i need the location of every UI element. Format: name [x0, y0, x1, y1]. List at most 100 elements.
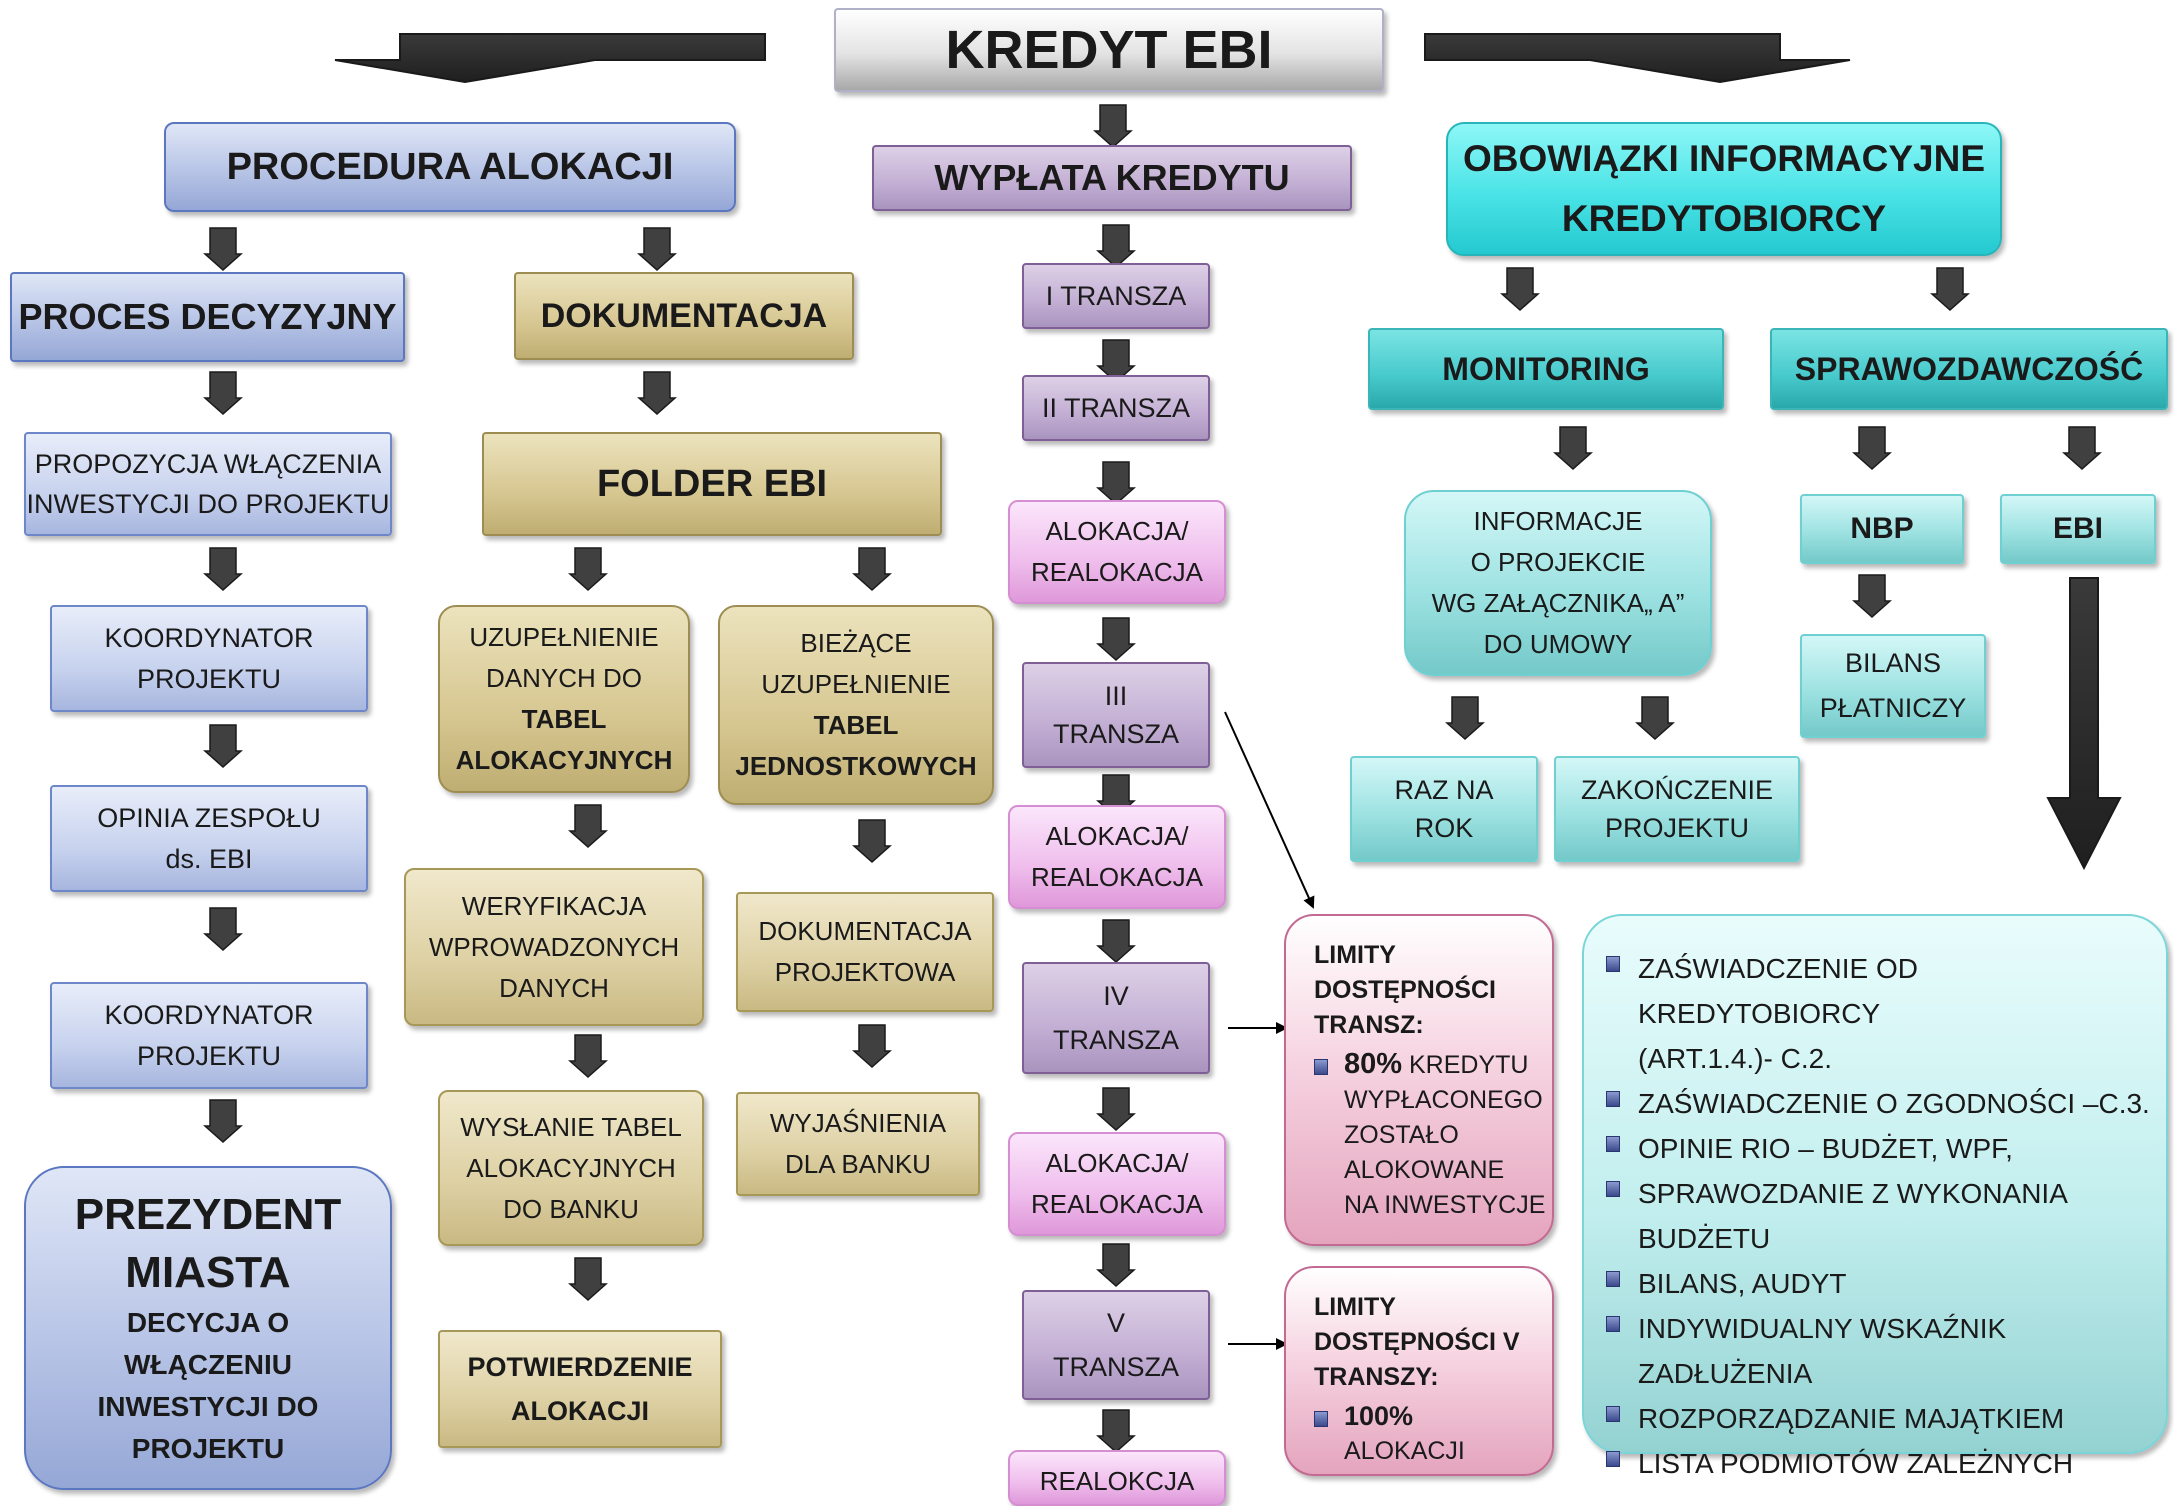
wyjasnienia-line1: WYJAŚNIENIA	[769, 1108, 947, 1138]
down-arrow-icon	[568, 1034, 608, 1079]
lista-item: INDYWIDUALNY WSKAŹNIK ZADŁUŻENIA	[1606, 1306, 2006, 1396]
down-arrow-icon	[1553, 426, 1593, 471]
limit2-bullet: 100% ALOKACJI	[1314, 1399, 1465, 1469]
folder-box: FOLDER EBI	[482, 432, 942, 536]
weryfikacja-box: WERYFIKACJA WPROWADZONYCH DANYCH	[404, 868, 704, 1026]
procedura-header-label: PROCEDURA ALOKACJI	[226, 145, 674, 188]
raz-na-rok-line1: RAZ NA	[1394, 775, 1494, 805]
down-arrow-icon	[1096, 1243, 1136, 1288]
down-arrow-icon	[203, 1099, 243, 1144]
prezydent-line3: DECYCJA O	[126, 1307, 290, 1338]
limit1-line3: ALOKOWANE	[1344, 1156, 1505, 1184]
transza2-box: II TRANSZA	[1022, 375, 1210, 441]
lista-item-8-line1: LISTA PODMIOTÓW ZALEŻNYCH	[1638, 1448, 2074, 1479]
informacje-line4: DO UMOWY	[1483, 629, 1633, 659]
limit1-line1: WYPŁACONEGO	[1344, 1086, 1543, 1114]
obowiazki-header-line1: OBOWIĄZKI INFORMACYJNE	[1462, 138, 1986, 179]
down-arrow-icon	[852, 819, 892, 864]
alokacja2-line1: ALOKACJA/	[1045, 821, 1189, 851]
lista-box: ZAŚWIADCZENIE OD KREDYTOBIORCY (ART.1.4.…	[1582, 914, 2168, 1479]
transza3-box: III TRANSZA	[1022, 662, 1210, 768]
procedura-header: PROCEDURA ALOKACJI	[164, 122, 736, 212]
informacje-line1: INFORMACJE	[1473, 506, 1643, 536]
transza4-line2: TRANSZA	[1052, 1025, 1179, 1055]
transza3-line1: III	[1104, 681, 1128, 711]
opinia-line2: ds. EBI	[165, 843, 253, 874]
lista-item-5-line1: BILANS, AUDYT	[1638, 1268, 1847, 1299]
uzupelnienie-line3: TABEL	[521, 704, 607, 734]
zakonczenie-line2: PROJEKTU	[1604, 813, 1750, 843]
potwierdzenie-box: POTWIERDZENIE ALOKACJI	[438, 1330, 722, 1448]
down-arrow-icon	[637, 227, 677, 272]
limit1-percent: 80%	[1344, 1048, 1403, 1080]
top-left-arrow	[334, 33, 766, 84]
down-arrow-icon	[1096, 919, 1136, 964]
uzupelnienie-line1: UZUPEŁNIENIE	[469, 622, 659, 652]
down-arrow-icon	[203, 907, 243, 952]
down-arrow-icon	[1096, 224, 1136, 269]
down-arrow-icon	[203, 547, 243, 592]
folder-label: FOLDER EBI	[596, 462, 828, 505]
title: KREDYT EBI	[945, 20, 1273, 80]
down-arrow-icon	[568, 1257, 608, 1302]
limit1-kredytu: KREDYTU	[1409, 1051, 1529, 1079]
proces-decyzyjny-box: PROCES DECYZYJNY	[10, 272, 405, 362]
alokacja3-box: ALOKACJA/ REALOKACJA	[1008, 1132, 1226, 1236]
transza5-line1: V	[1106, 1308, 1125, 1338]
alokacja2-line2: REALOKACJA	[1031, 862, 1203, 892]
realokacja-label: REALOKCJA	[1039, 1466, 1195, 1496]
limit1-title-line2: DOSTĘPNOŚCI	[1314, 976, 1496, 1004]
monitoring-label: MONITORING	[1442, 350, 1650, 387]
opinia-line1: OPINIA ZESPOŁU	[97, 802, 321, 833]
alokacja1-box: ALOKACJA/ REALOKACJA	[1008, 500, 1226, 604]
koordynator2-line1: KOORDYNATOR	[104, 999, 314, 1030]
transza5-box: V TRANSZA	[1022, 1290, 1210, 1400]
down-arrow-icon	[1096, 461, 1136, 506]
down-arrow-icon	[1096, 1087, 1136, 1132]
lista-item-1-line1: ZAŚWIADCZENIE OD KREDYTOBIORCY	[1638, 953, 1919, 1029]
down-arrow-icon	[1445, 696, 1485, 741]
informacje-line2: O PROJEKCIE	[1470, 547, 1646, 577]
down-arrow-icon	[1096, 1409, 1136, 1454]
transza1-label: I TRANSZA	[1045, 280, 1187, 311]
lista-item: LISTA PODMIOTÓW ZALEŻNYCH	[1606, 1441, 2073, 1486]
potwierdzenie-line2: ALOKACJI	[510, 1396, 649, 1426]
prezydent-line5: INWESTYCJI DO	[97, 1391, 319, 1422]
dokumentacja-projektowa-box: DOKUMENTACJA PROJEKTOWA	[736, 892, 994, 1012]
dokumentacja-projektowa-line1: DOKUMENTACJA	[758, 916, 972, 946]
informacje-box: INFORMACJE O PROJEKCIE WG ZAŁĄCZNIKA„ A”…	[1404, 490, 1712, 676]
title-box: KREDYT EBI	[834, 8, 1384, 92]
monitoring-box: MONITORING	[1368, 328, 1724, 410]
weryfikacja-line2: WPROWADZONYCH	[428, 931, 680, 962]
wyslanie-line2: ALOKACYJNYCH	[466, 1152, 676, 1183]
down-arrow-icon	[568, 547, 608, 592]
zakonczenie-line1: ZAKOŃCZENIE	[1580, 775, 1774, 805]
opinia-box: OPINIA ZESPOŁU ds. EBI	[50, 785, 368, 892]
realokacja-box: REALOKCJA	[1008, 1450, 1226, 1506]
alokacja2-box: ALOKACJA/ REALOKACJA	[1008, 805, 1226, 909]
lista-item-6-line2: ZADŁUŻENIA	[1638, 1358, 1813, 1389]
down-arrow-icon	[1500, 267, 1540, 312]
lista-item-1-line2: (ART.1.4.)- C.2.	[1638, 1043, 1832, 1074]
zakonczenie-box: ZAKOŃCZENIE PROJEKTU	[1554, 756, 1800, 862]
limit1-line2: ZOSTAŁO	[1344, 1121, 1459, 1149]
alokacja1-line2: REALOKACJA	[1031, 557, 1203, 587]
koordynator1-line1: KOORDYNATOR	[104, 622, 314, 653]
limit1-box: LIMITY DOSTĘPNOŚCI TRANSZ: 80% KREDYTU W…	[1284, 914, 1554, 1246]
down-arrow-icon	[203, 724, 243, 769]
bilans-box: BILANS PŁATNICZY	[1800, 634, 1986, 738]
bilans-line2: PŁATNICZY	[1819, 693, 1967, 723]
down-arrow-icon	[203, 227, 243, 272]
biezace-line3: TABEL	[813, 710, 899, 740]
limit2-title-line2: DOSTĘPNOŚCI V	[1314, 1328, 1520, 1356]
lista-item-3-line1: OPINIE RIO – BUDŻET, WPF,	[1638, 1133, 2013, 1164]
biezace-line1: BIEŻĄCE	[800, 628, 912, 658]
wyslanie-line1: WYSŁANIE TABEL	[460, 1111, 682, 1142]
prezydent-box: PREZYDENT MIASTA DECYCJA O WŁĄCZENIU INW…	[24, 1166, 392, 1490]
biezace-line4: JEDNOSTKOWYCH	[735, 751, 977, 781]
lista-item-6-line1: INDYWIDUALNY WSKAŹNIK	[1638, 1313, 2007, 1344]
ebi-label: EBI	[2052, 512, 2103, 545]
down-arrow-icon	[1930, 267, 1970, 312]
transza4-line1: IV	[1103, 981, 1129, 1011]
obowiazki-header-line2: KREDYTOBIORCY	[1561, 198, 1887, 239]
